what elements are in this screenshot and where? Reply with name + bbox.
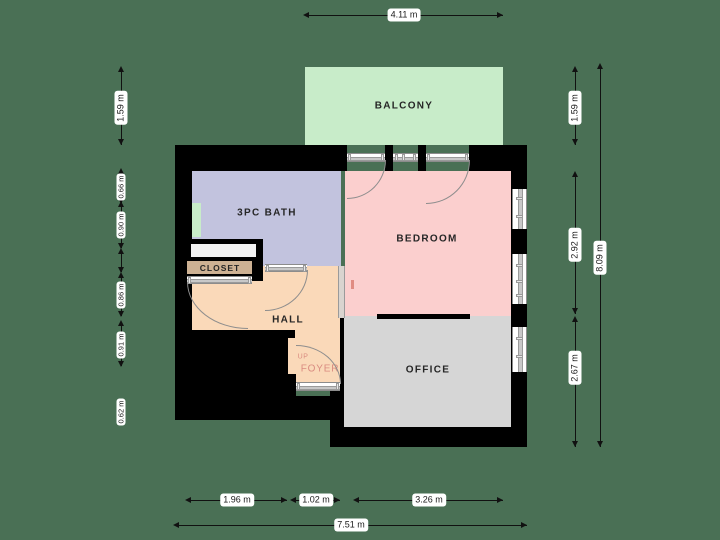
dim-right-3-arrow-bottom: [571, 441, 578, 447]
dim-right-overall-arrow-bottom: [596, 441, 603, 447]
dim-bottom-2-arrow-left: [290, 496, 296, 503]
dim-left-1-arrow-bottom: [117, 139, 124, 145]
dim-left-gap-arrow-top: [117, 248, 124, 254]
room-bath-lower-extension: [253, 250, 341, 266]
dim-right-3-arrow-top: [571, 316, 578, 322]
wall-top-left: [175, 145, 347, 171]
room-office: [344, 316, 511, 427]
bath-fixture-green: [192, 203, 201, 237]
dim-left-1-label: 1.59 m: [114, 91, 128, 125]
room-closet: [187, 261, 252, 274]
dim-bottom-overall-label: 7.51 m: [334, 518, 368, 532]
dim-top-arrow-left: [303, 11, 309, 18]
window-office: [512, 327, 527, 372]
dim-left-4-label: 0.86 m: [116, 281, 126, 309]
dim-top-label: 4.11 m: [387, 8, 421, 22]
dim-bottom-overall-arrow-left: [173, 521, 179, 528]
dim-top-arrow-right: [497, 11, 503, 18]
dim-bottom-1-arrow-right: [281, 496, 287, 503]
wall-balcony-mullion-right: [418, 145, 426, 171]
dim-right-1-arrow-top: [571, 66, 578, 72]
room-foyer-step: [288, 338, 298, 374]
dim-bottom-3-arrow-left: [353, 496, 359, 503]
dim-right-1-label: 1.59 m: [568, 91, 582, 125]
dim-bottom-3-arrow-right: [497, 496, 503, 503]
window-bedroom-lower: [512, 254, 527, 304]
dim-left-5-arrow-top: [117, 320, 124, 326]
balcony-window-center: [393, 153, 418, 162]
dim-right-3-label: 2.67 m: [568, 351, 582, 385]
dim-right-overall-label: 8.09 m: [593, 241, 607, 275]
dim-left-gap-arrow-bottom: [117, 267, 124, 273]
dim-bottom-2-arrow-right: [334, 496, 340, 503]
dim-left-gap-line: [121, 250, 122, 272]
dim-left-5-label: 0.91 m: [116, 331, 126, 359]
dim-left-4-arrow-bottom: [117, 311, 124, 317]
dim-right-2-label: 2.92 m: [568, 228, 582, 262]
dim-right-2-arrow-top: [571, 171, 578, 177]
wall-balcony-mullion-left: [385, 145, 393, 171]
dim-left-3-arrow-bottom: [117, 243, 124, 249]
dim-bottom-3-label: 3.26 m: [412, 493, 446, 507]
dim-right-1-arrow-bottom: [571, 139, 578, 145]
wall-entry-jamb-left: [288, 374, 296, 396]
window-bedroom-upper: [512, 189, 527, 229]
dim-left-4-arrow-top: [117, 272, 124, 278]
dim-left-3-arrow-top: [117, 201, 124, 207]
room-bath: [192, 171, 341, 250]
dim-left-5-arrow-bottom: [117, 361, 124, 367]
dim-left-3-label: 0.90 m: [116, 211, 126, 239]
wall-bottom-office: [330, 425, 527, 447]
wall-bedroom-office-divider: [377, 314, 470, 319]
dim-left-2-label: 0.66 m: [116, 173, 126, 201]
wall-bottom-foyer: [175, 396, 340, 420]
hall-bedroom-opening: [338, 266, 345, 318]
dim-right-2-arrow-bottom: [571, 308, 578, 314]
dim-bottom-1-label: 1.96 m: [220, 493, 254, 507]
dim-left-6-label: 0.62 m: [116, 398, 126, 426]
dim-bottom-overall-arrow-right: [521, 521, 527, 528]
door-marker-red: [351, 280, 354, 289]
dim-bottom-2-label: 1.02 m: [299, 493, 333, 507]
dim-left-2-arrow-top: [117, 168, 124, 174]
dim-right-overall-arrow-top: [596, 63, 603, 69]
closet-shelf: [191, 244, 256, 257]
dim-bottom-1-arrow-left: [185, 496, 191, 503]
room-balcony: [305, 67, 503, 145]
dim-left-1-arrow-top: [117, 66, 124, 72]
